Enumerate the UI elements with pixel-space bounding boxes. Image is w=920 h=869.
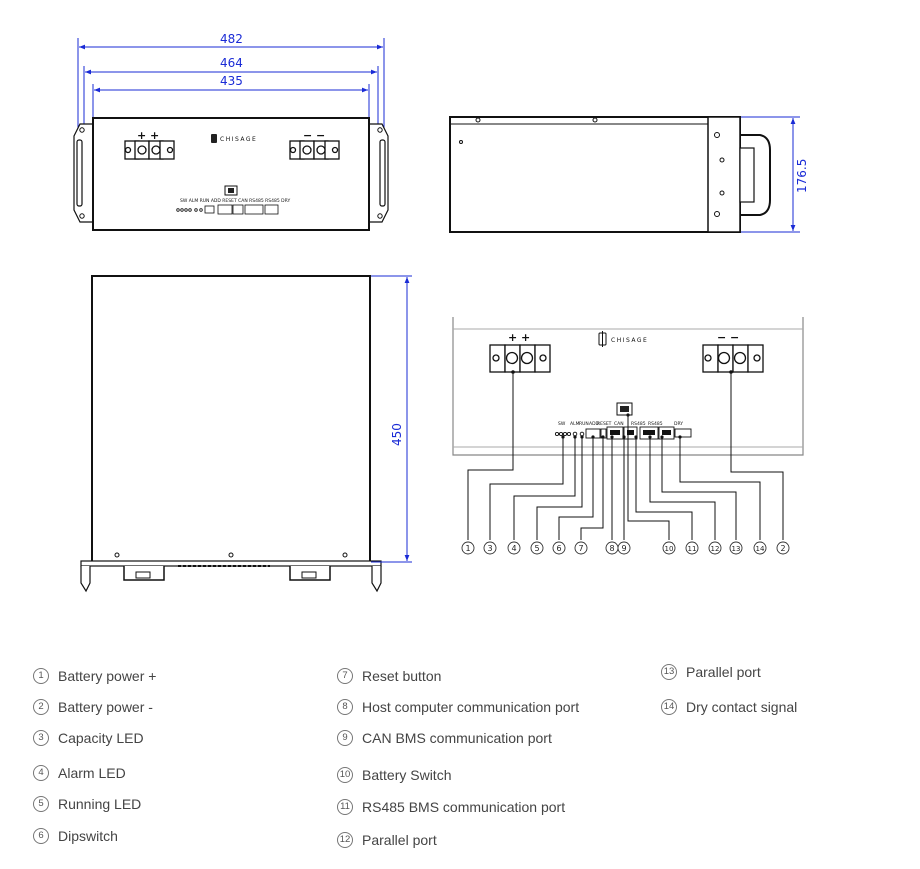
plus-signs: + + (508, 331, 530, 344)
label-dry: DRY (674, 421, 683, 427)
label-alm: ALM (570, 421, 580, 427)
dim-450-label: 450 (390, 423, 404, 446)
legend-num-6: 6 (33, 828, 49, 844)
legend-label-8: Host computer communication port (362, 699, 580, 715)
legend-label-5: Running LED (58, 796, 142, 812)
chisage-logo-icon (598, 331, 607, 347)
legend-item-6: 6 Dipswitch (33, 828, 118, 844)
callout-9: 9 (621, 544, 626, 553)
dimension-width-482 (77, 38, 385, 130)
positive-terminal (489, 344, 551, 373)
top-view: 450 (80, 275, 412, 593)
callout-circles (461, 541, 790, 555)
legend-item-3: 3 Capacity LED (33, 730, 144, 746)
brand-text: CHISAGE (611, 337, 648, 344)
legend-num-14: 14 (661, 699, 677, 715)
legend-num-7: 7 (337, 668, 353, 684)
legend-num-13: 13 (661, 664, 677, 680)
legend-item-9: 9 CAN BMS communication port (337, 730, 552, 746)
legend-item-5: 5 Running LED (33, 796, 141, 812)
legend-num-4: 4 (33, 765, 49, 781)
front-minus-signs: − − (303, 129, 325, 142)
legend-item-13: 13 Parallel port (661, 664, 761, 680)
front-brand-text: CHISAGE (220, 136, 257, 143)
dim-176-5-label: 176.5 (795, 159, 809, 193)
legend-label-6: Dipswitch (58, 828, 118, 844)
legend-item-11: 11 RS485 BMS communication port (337, 799, 565, 815)
legend-item-10: 10 Battery Switch (337, 767, 451, 783)
dimension-width-435 (92, 84, 370, 118)
dim-464-label: 464 (220, 56, 243, 70)
legend-num-5: 5 (33, 796, 49, 812)
legend-label-7: Reset button (362, 668, 442, 684)
callout-7: 7 (578, 544, 583, 553)
callout-1: 1 (465, 544, 470, 553)
label-run: RUN (579, 421, 589, 427)
legend-num-11: 11 (337, 799, 353, 815)
label-rs485-b: RS485 (648, 421, 663, 427)
legend-num-1: 1 (33, 668, 49, 684)
dim-435-label: 435 (220, 74, 243, 88)
legend-num-2: 2 (33, 699, 49, 715)
legend-item-2: 2 Battery power - (33, 699, 153, 715)
legend-label-3: Capacity LED (58, 730, 144, 746)
callout-13: 13 (732, 545, 741, 553)
callout-8: 8 (609, 544, 614, 553)
svg-text:SW ALM RUN ADD RESET CAN: SW ALM RUN ADD RESET CAN RS485 RS485 DRY (180, 198, 290, 204)
callout-14: 14 (756, 545, 765, 553)
callout-11: 11 (688, 545, 697, 553)
legend-label-13: Parallel port (686, 664, 761, 680)
dimension-width-464 (83, 66, 379, 130)
callout-2: 2 (780, 544, 785, 553)
front-view: 482 464 435 (73, 32, 389, 231)
callout-10: 10 (665, 545, 674, 553)
callout-5: 5 (534, 544, 539, 553)
legend-label-1: Battery power + (58, 668, 157, 684)
front-plus-signs: + + (137, 129, 159, 142)
callout-leaders (467, 372, 784, 540)
legend-item-8: 8 Host computer communication port (337, 699, 579, 715)
callout-6: 6 (556, 544, 561, 553)
legend-item-12: 12 Parallel port (337, 832, 437, 848)
legend-label-10: Battery Switch (362, 767, 452, 783)
callout-12: 12 (711, 545, 720, 553)
label-sw: SW (558, 421, 566, 427)
label-can: CAN (614, 421, 624, 427)
technical-drawing: 482 464 435 (73, 32, 809, 593)
front-negative-terminal (289, 140, 340, 160)
front-panel-detail: + + − − CHISAGE SW ALM RUN ADD RESET CAN… (452, 317, 804, 555)
legend-label-2: Battery power - (58, 699, 153, 715)
minus-signs: − − (717, 331, 739, 344)
legend-label-12: Parallel port (362, 832, 437, 848)
legend-item-1: 1 Battery power + (33, 668, 156, 684)
label-add: ADD (589, 421, 600, 427)
front-logo-icon (211, 134, 217, 143)
dim-482-label: 482 (220, 32, 243, 46)
label-rs485-a: RS485 (631, 421, 646, 427)
callout-4: 4 (511, 544, 516, 553)
label-reset: RESET (597, 421, 612, 427)
legend-num-10: 10 (337, 767, 353, 783)
callout-3: 3 (487, 544, 492, 553)
legend-item-4: 4 Alarm LED (33, 765, 126, 781)
legend-num-8: 8 (337, 699, 353, 715)
legend-item-7: 7 Reset button (337, 668, 441, 684)
legend-label-4: Alarm LED (58, 765, 126, 781)
legend-num-12: 12 (337, 832, 353, 848)
negative-terminal (702, 344, 764, 373)
legend-label-11: RS485 BMS communication port (362, 799, 566, 815)
legend-num-9: 9 (337, 730, 353, 746)
legend-label-9: CAN BMS communication port (362, 730, 552, 746)
front-positive-terminal (124, 140, 175, 160)
side-view: 176.5 (449, 116, 809, 233)
legend-item-14: 14 Dry contact signal (661, 699, 797, 715)
legend-label-14: Dry contact signal (686, 699, 798, 715)
legend-num-3: 3 (33, 730, 49, 746)
